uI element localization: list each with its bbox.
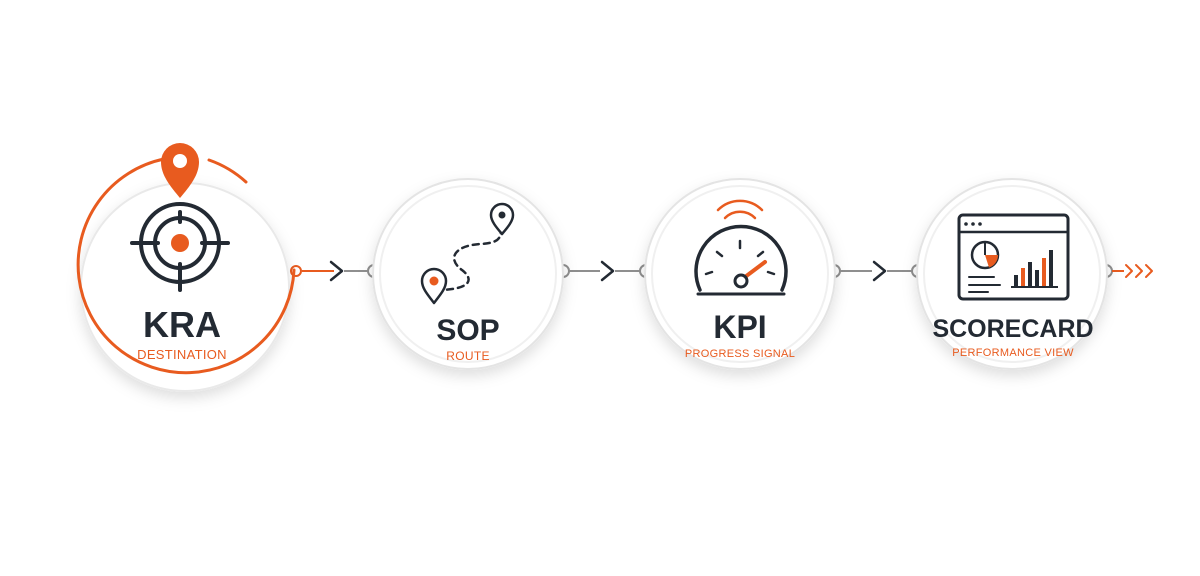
step-kra-title: KRA — [143, 304, 221, 345]
route-start-pin-icon — [420, 267, 448, 305]
location-pin-icon — [161, 143, 199, 198]
target-icon — [130, 202, 230, 292]
bar-chart-icon — [1011, 250, 1058, 288]
connector-kra-to-sop — [290, 260, 381, 282]
step-kpi-subtitle: PROGRESS SIGNAL — [685, 348, 795, 360]
connector-sop-to-kpi — [556, 260, 653, 282]
step-scorecard-title: SCORECARD — [932, 315, 1093, 343]
triple-chevron-arrow-icon — [1125, 264, 1153, 278]
step-sop-circle — [372, 178, 564, 370]
connector-chevron-icon — [872, 260, 887, 282]
step-sop-title: SOP — [436, 314, 499, 347]
dashboard-window-icon — [957, 213, 1070, 301]
step-kpi: KPI PROGRESS SIGNAL — [644, 178, 836, 370]
step-sop-subtitle: ROUTE — [446, 349, 490, 363]
step-scorecard: SCORECARD PERFORMANCE VIEW — [916, 178, 1108, 370]
step-scorecard-subtitle: PERFORMANCE VIEW — [952, 347, 1074, 359]
step-kra-highlight-ring — [76, 157, 296, 375]
route-end-pin-icon — [489, 202, 515, 236]
step-sop: SOP ROUTE — [372, 178, 564, 370]
step-kra-subtitle: DESTINATION — [137, 347, 227, 362]
connector-chevron-icon — [600, 260, 615, 282]
pie-chart-icon — [970, 240, 1000, 270]
route-icon — [420, 202, 515, 305]
connector-kpi-to-scorecard — [827, 260, 925, 282]
step-kpi-title: KPI — [713, 309, 766, 345]
step-kra: KRA DESTINATION — [76, 143, 296, 392]
speedometer-icon — [694, 224, 788, 296]
signal-waves-icon — [716, 199, 764, 220]
connector-chevron-icon — [329, 260, 344, 282]
